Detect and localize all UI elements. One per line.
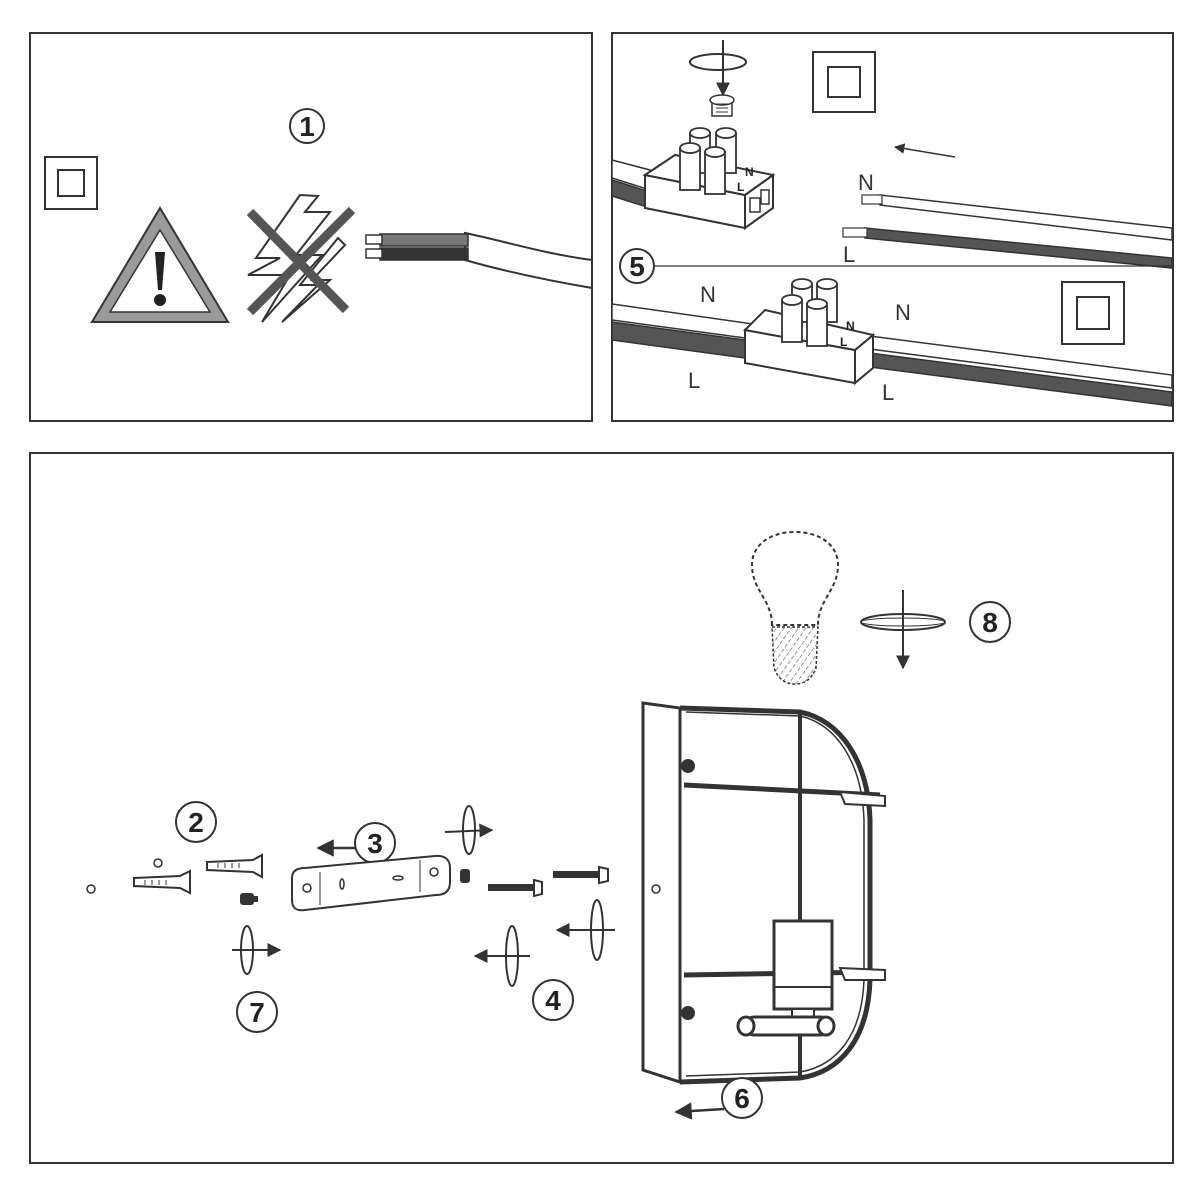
svg-text:N: N <box>700 282 716 307</box>
svg-text:N: N <box>895 300 911 325</box>
panel-1-disconnect-power: 1 <box>29 32 593 422</box>
svg-text:3: 3 <box>367 828 383 859</box>
svg-text:7: 7 <box>249 997 265 1028</box>
svg-text:6: 6 <box>734 1083 750 1114</box>
step-4-fixing-screws: 4 <box>473 865 615 1021</box>
svg-text:L: L <box>843 242 855 267</box>
wall-plug <box>133 869 191 895</box>
mains-wires-top: N L <box>842 170 1173 269</box>
double-insulation-icon-bottom <box>1061 281 1125 345</box>
svg-text:L: L <box>737 180 744 194</box>
svg-text:1: 1 <box>299 111 315 142</box>
step-7-fix-screw: 7 <box>232 893 282 1033</box>
panel-mounting: 2 7 <box>29 452 1174 1164</box>
screw-tighten-icon <box>689 40 747 117</box>
panel-5-wiring: N L <box>611 32 1174 422</box>
double-insulation-icon <box>44 156 98 210</box>
svg-text:L: L <box>882 380 894 405</box>
wall-plug <box>206 853 263 879</box>
step-6-attach-fixture: 6 <box>674 1077 763 1120</box>
warning-triangle-icon <box>90 206 230 323</box>
svg-text:L: L <box>688 368 700 393</box>
step-5-badge: 5 <box>619 248 1172 284</box>
svg-text:N: N <box>858 170 874 195</box>
svg-text:2: 2 <box>188 807 204 838</box>
insert-arrow <box>893 143 956 158</box>
svg-text:N: N <box>846 319 855 333</box>
svg-text:5: 5 <box>629 251 645 282</box>
drill-hole <box>86 884 96 894</box>
svg-text:8: 8 <box>982 607 998 638</box>
bulb-icon <box>750 530 840 626</box>
screw-posts-bottom <box>781 278 838 347</box>
wall-lamp-fixture <box>641 701 886 1085</box>
step-1-badge: 1 <box>289 108 325 144</box>
step-3-mounting-bracket: 3 <box>291 805 494 912</box>
drill-hole <box>153 858 163 868</box>
terminal-block-bottom: N L <box>742 278 876 386</box>
step-8-light-bulb: 8 <box>750 530 1011 685</box>
no-voltage-icon <box>246 193 356 323</box>
svg-text:4: 4 <box>545 985 561 1016</box>
power-cable <box>365 231 593 290</box>
svg-text:N: N <box>745 165 754 179</box>
double-insulation-icon-top <box>812 51 876 113</box>
svg-text:L: L <box>840 335 847 349</box>
terminal-block-top: N L <box>642 127 776 230</box>
screw-posts-top <box>679 127 737 195</box>
step-2-wall-plugs: 2 <box>86 801 263 895</box>
